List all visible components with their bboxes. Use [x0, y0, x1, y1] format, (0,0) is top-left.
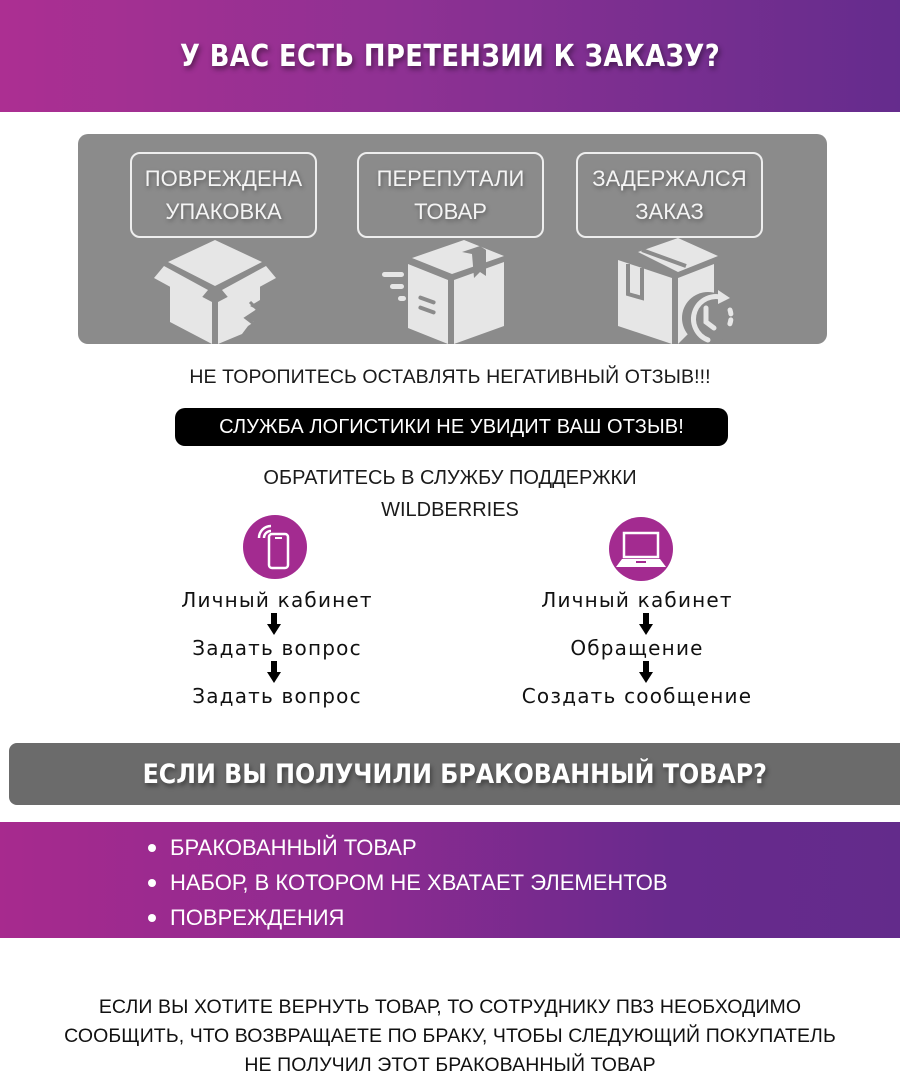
defect-list-band: БРАКОВАННЫЙ ТОВАР НАБОР, В КОТОРОМ НЕ ХВ…	[0, 822, 900, 938]
step-personal-account: Личный кабинет	[181, 588, 373, 612]
list-item: БРАКОВАННЫЙ ТОВАР	[148, 830, 668, 865]
issue-label-line2: УПАКОВКА	[165, 199, 282, 224]
issue-delayed-order: ЗАДЕРЖАЛСЯ ЗАКАЗ	[576, 152, 763, 238]
step-personal-account: Личный кабинет	[541, 588, 733, 612]
page-title: У ВАС ЕСТЬ ПРЕТЕНЗИИ К ЗАКАЗУ?	[179, 38, 721, 74]
issue-label-line1: ПЕРЕПУТАЛИ	[376, 166, 525, 191]
issue-wrong-item: ПЕРЕПУТАЛИ ТОВАР	[357, 152, 544, 238]
support-heading: ОБРАТИТЕСЬ В СЛУЖБУ ПОДДЕРЖКИ WILDBERRIE…	[0, 462, 900, 526]
bullet-icon	[148, 913, 156, 922]
arrow-down-icon	[467, 660, 807, 684]
mobile-steps: Личный кабинет Задать вопрос Задать вопр…	[107, 588, 447, 708]
arrow-down-icon	[107, 660, 447, 684]
defect-heading-bar: ЕСЛИ ВЫ ПОЛУЧИЛИ БРАКОВАННЫЙ ТОВАР?	[9, 743, 900, 805]
defect-list: БРАКОВАННЫЙ ТОВАР НАБОР, В КОТОРОМ НЕ ХВ…	[148, 830, 668, 935]
issue-label-line2: ТОВАР	[414, 199, 487, 224]
step-ask-question: Задать вопрос	[192, 684, 362, 708]
issue-label-line1: ЗАДЕРЖАЛСЯ	[592, 166, 747, 191]
list-item: НАБОР, В КОТОРОМ НЕ ХВАТАЕТ ЭЛЕМЕНТОВ	[148, 865, 668, 900]
return-instructions: ЕСЛИ ВЫ ХОТИТЕ ВЕРНУТЬ ТОВАР, ТО СОТРУДН…	[0, 993, 900, 1076]
desktop-steps: Личный кабинет Обращение Создать сообщен…	[467, 588, 807, 708]
list-item: ПОВРЕЖДЕНИЯ	[148, 900, 668, 935]
list-item-text: ПОВРЕЖДЕНИЯ	[170, 905, 345, 930]
defect-heading: ЕСЛИ ВЫ ПОЛУЧИЛИ БРАКОВАННЫЙ ТОВАР?	[142, 758, 767, 790]
arrow-down-icon	[107, 612, 447, 636]
step-appeal: Обращение	[570, 636, 704, 660]
smartphone-icon	[257, 524, 290, 570]
warning-text: НЕ ТОРОПИТЕСЬ ОСТАВЛЯТЬ НЕГАТИВНЫЙ ОТЗЫВ…	[189, 366, 711, 388]
arrow-down-icon	[467, 612, 807, 636]
bullet-icon	[148, 878, 156, 887]
fast-delivery-box-icon	[382, 240, 504, 344]
broken-box-icon	[154, 240, 276, 344]
list-item-text: БРАКОВАННЫЙ ТОВАР	[170, 835, 417, 860]
header-banner: У ВАС ЕСТЬ ПРЕТЕНЗИИ К ЗАКАЗУ?	[0, 0, 900, 112]
issue-label-line2: ЗАКАЗ	[635, 199, 704, 224]
support-line2: WILDBERRIES	[381, 499, 519, 521]
support-line1: ОБРАТИТЕСЬ В СЛУЖБУ ПОДДЕРЖКИ	[263, 467, 637, 489]
issue-label-line1: ПОВРЕЖДЕНА	[144, 166, 303, 191]
step-ask-question: Задать вопрос	[192, 636, 362, 660]
list-item-text: НАБОР, В КОТОРОМ НЕ ХВАТАЕТ ЭЛЕМЕНТОВ	[170, 870, 668, 895]
issue-damaged-package: ПОВРЕЖДЕНА УПАКОВКА	[130, 152, 317, 238]
laptop-icon	[616, 531, 666, 567]
logistics-notice: СЛУЖБА ЛОГИСТИКИ НЕ УВИДИТ ВАШ ОТЗЫВ!	[175, 408, 728, 446]
footer-line1: ЕСЛИ ВЫ ХОТИТЕ ВЕРНУТЬ ТОВАР, ТО СОТРУДН…	[98, 996, 802, 1018]
logistics-notice-text: СЛУЖБА ЛОГИСТИКИ НЕ УВИДИТ ВАШ ОТЗЫВ!	[219, 415, 684, 438]
delayed-box-clock-icon	[618, 238, 734, 344]
footer-line2: СООБЩИТЬ, ЧТО ВОЗВРАЩАЕТЕ ПО БРАКУ, ЧТОБ…	[64, 1025, 836, 1047]
issues-panel: ПОВРЕЖДЕНА УПАКОВКА ПЕРЕПУТАЛИ ТОВАР ЗАД…	[78, 134, 827, 344]
laptop-circle	[609, 517, 673, 581]
smartphone-circle	[243, 515, 307, 579]
footer-line3: НЕ ПОЛУЧИЛ ЭТОТ БРАКОВАННЫЙ ТОВАР	[244, 1054, 656, 1076]
bullet-icon	[148, 843, 156, 852]
step-create-message: Создать сообщение	[521, 684, 753, 708]
